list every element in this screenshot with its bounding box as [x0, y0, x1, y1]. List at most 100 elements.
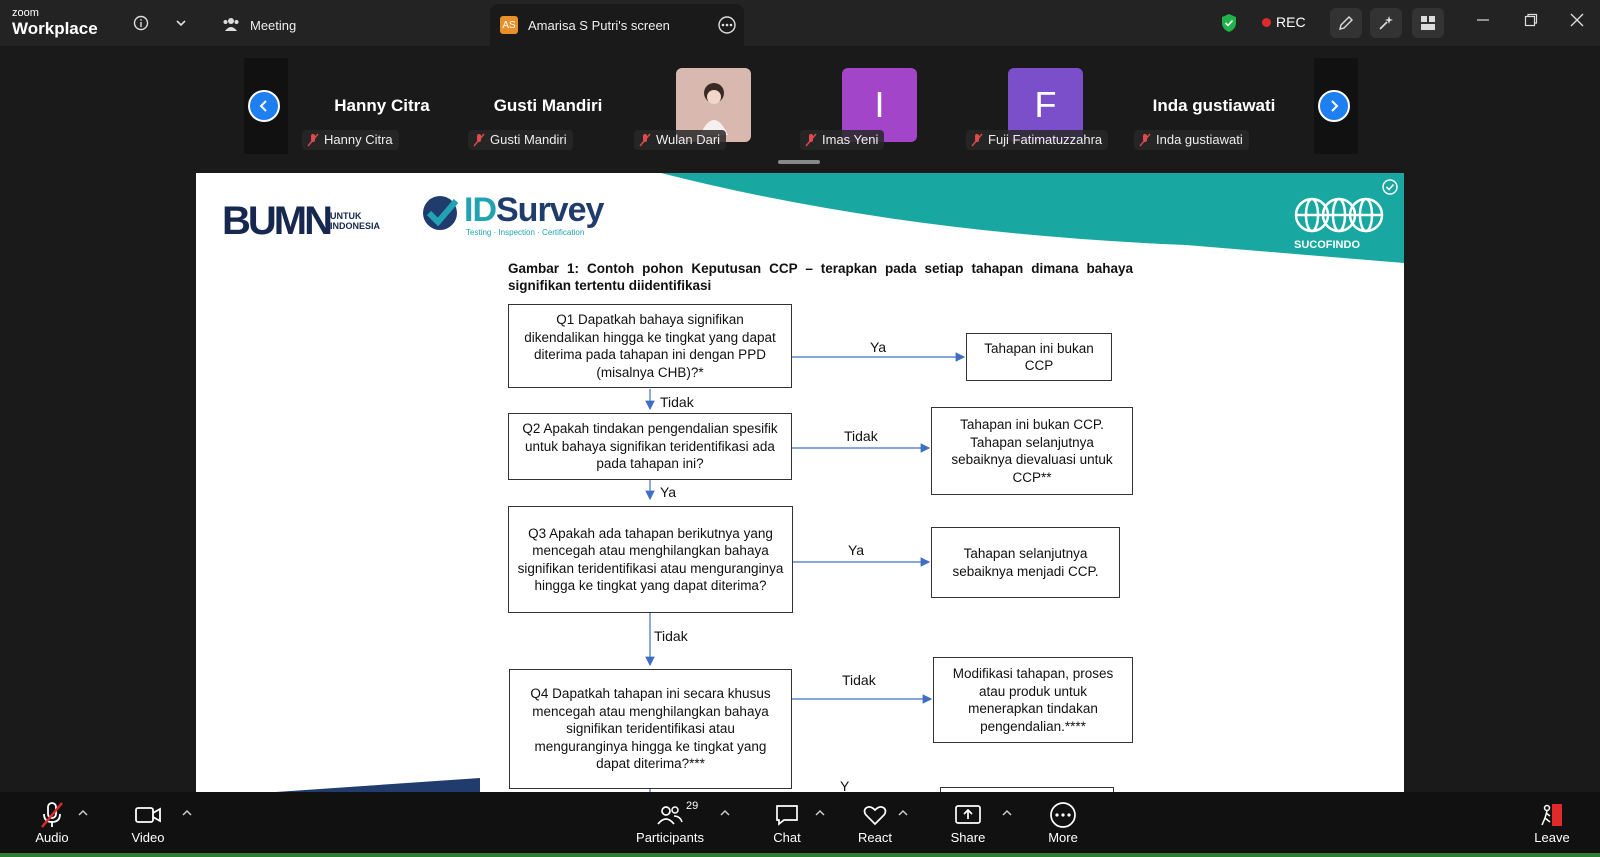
chat-options-caret[interactable]: [815, 806, 825, 820]
participants-icon: [657, 806, 683, 825]
share-button[interactable]: Share: [950, 800, 986, 845]
participant-name: Inda gustiawati: [1156, 132, 1243, 147]
participant-tile[interactable]: Wulan Dari: [634, 58, 794, 154]
react-options-caret[interactable]: [898, 806, 908, 820]
react-label: React: [858, 830, 892, 845]
participant-label: Hanny Citra: [302, 130, 399, 150]
leave-label: Leave: [1534, 830, 1570, 845]
audio-options-caret[interactable]: [78, 806, 88, 820]
chat-bubble-icon: [776, 805, 798, 826]
branch-label-tidak-4: Tidak: [842, 672, 876, 688]
tab-meeting-label: Meeting: [250, 17, 297, 33]
participant-label: Gusti Mandiri: [468, 130, 573, 150]
apps-icon: [1421, 16, 1435, 30]
participant-label: Wulan Dari: [634, 130, 727, 150]
apps-button[interactable]: [1412, 8, 1444, 38]
result-1-box: Tahapan ini bukan CCP: [966, 333, 1112, 381]
participants-options-caret[interactable]: [720, 806, 730, 820]
mic-off-icon: [307, 133, 319, 147]
video-label: Video: [131, 830, 165, 845]
participant-display-name: Inda gustiawati: [1152, 96, 1276, 115]
branch-label-tidak-3: Tidak: [654, 628, 688, 644]
prev-page-button[interactable]: [248, 90, 280, 122]
annotate-button[interactable]: [1330, 8, 1362, 38]
participant-name: Wulan Dari: [656, 132, 721, 147]
participants-button[interactable]: 29 Participants: [632, 800, 708, 845]
zoom-logo: zoom Workplace: [12, 8, 98, 39]
video-options-caret[interactable]: [182, 806, 192, 820]
idsurvey-logo-icon: [423, 196, 459, 230]
idsurvey-tagline: Testing · Inspection · Certification: [466, 228, 585, 237]
slide-background-shape: [276, 173, 1404, 792]
participant-name: Imas Yeni: [822, 132, 879, 147]
participant-name: Gusti Mandiri: [490, 132, 567, 147]
leave-button[interactable]: Leave: [1532, 800, 1572, 845]
more-button[interactable]: More: [1045, 800, 1081, 845]
participant-label: Inda gustiawati: [1134, 130, 1249, 150]
result-3-text: Tahapan selanjutnya sebaiknya menjadi CC…: [952, 546, 1099, 579]
shield-icon[interactable]: [1218, 12, 1240, 34]
participants-label: Participants: [636, 830, 704, 845]
tab-shared-screen-label: Amarisa S Putri's screen: [528, 17, 670, 33]
branch-label-tidak-1: Tidak: [660, 394, 694, 410]
participant-tile[interactable]: I Imas Yeni: [800, 58, 960, 154]
mic-off-icon: [1139, 133, 1151, 147]
share-options-caret[interactable]: [1002, 806, 1012, 820]
video-camera-icon: [135, 807, 161, 823]
result-5-box-partial: [940, 787, 1114, 792]
meeting-icon: [222, 16, 240, 35]
video-button[interactable]: Video: [124, 800, 172, 845]
audio-button[interactable]: Audio: [28, 800, 76, 845]
question-3-text: Q3 Apakah ada tahapan berikutnya yang me…: [517, 525, 784, 594]
participant-tile[interactable]: F Fuji Fatimatuzzahra: [966, 58, 1126, 154]
chevron-down-icon[interactable]: [170, 12, 192, 34]
more-options-icon[interactable]: [718, 16, 736, 37]
participant-tile[interactable]: Hanny Citra Hanny Citra: [302, 58, 462, 154]
participant-display-name: Gusti Mandiri: [493, 96, 603, 115]
restore-icon[interactable]: [1520, 12, 1542, 34]
tab-shared-screen[interactable]: AS Amarisa S Putri's screen: [490, 4, 744, 46]
bumn-logo-sub: UNTUK INDONESIA: [330, 211, 380, 231]
brand-small: zoom: [12, 7, 39, 19]
participant-label: Imas Yeni: [800, 130, 885, 150]
mic-off-icon: [639, 133, 651, 147]
question-1-text: Q1 Dapatkah bahaya signifikan dikendalik…: [524, 312, 776, 380]
idsurvey-survey: Survey: [496, 191, 604, 229]
pencil-icon: [1339, 16, 1353, 30]
result-3-box: Tahapan selanjutnya sebaiknya menjadi CC…: [931, 527, 1120, 598]
branch-label-ya-1: Ya: [870, 339, 887, 355]
close-icon[interactable]: [1566, 12, 1588, 34]
question-2-text: Q2 Apakah tindakan pengendalian spesifik…: [522, 421, 778, 472]
branch-label-ya-2: Ya: [660, 484, 677, 500]
result-1-text: Tahapan ini bukan CCP: [984, 340, 1094, 374]
mic-muted-icon: [41, 802, 63, 828]
react-button[interactable]: React: [856, 800, 894, 845]
avatar: AS: [500, 16, 518, 34]
title-bar: zoom Workplace Meeting AS Amarisa S Putr…: [0, 0, 1600, 46]
chat-label: Chat: [773, 830, 801, 845]
result-4-box: Modifikasi tahapan, proses atau produk u…: [933, 657, 1133, 743]
rec-label: REC: [1276, 14, 1306, 30]
share-screen-icon: [955, 805, 981, 824]
participant-tile[interactable]: Gusti Mandiri Gusti Mandiri: [468, 58, 628, 154]
result-2-box: Tahapan ini bukan CCP. Tahapan selanjutn…: [931, 407, 1133, 495]
share-label: Share: [950, 830, 986, 845]
participant-tile[interactable]: Inda gustiawati Inda gustiawati: [1134, 58, 1294, 154]
info-icon[interactable]: [130, 12, 152, 34]
minimize-icon[interactable]: [1472, 12, 1494, 34]
participant-initial: I: [842, 68, 917, 142]
question-4-box: Q4 Dapatkah tahapan ini secara khusus me…: [509, 669, 792, 789]
figure-title: Gambar 1: Contoh pohon Keputusan CCP – t…: [508, 261, 1133, 293]
meeting-toolbar: Audio Video 29 Participants Chat React S…: [0, 792, 1600, 857]
idsurvey-id: ID: [464, 191, 497, 229]
taskbar-edge: [0, 853, 1600, 857]
ai-companion-button[interactable]: [1370, 8, 1402, 38]
strip-resize-handle[interactable]: [778, 160, 820, 164]
question-3-box: Q3 Apakah ada tahapan berikutnya yang me…: [508, 506, 793, 613]
recording-indicator[interactable]: REC: [1262, 14, 1306, 30]
next-page-button[interactable]: [1318, 90, 1350, 122]
tab-meeting[interactable]: Meeting: [222, 4, 296, 46]
chat-button[interactable]: Chat: [770, 800, 804, 845]
question-1-box: Q1 Dapatkah bahaya signifikan dikendalik…: [508, 304, 792, 388]
flowchart-connectors: [645, 352, 966, 792]
